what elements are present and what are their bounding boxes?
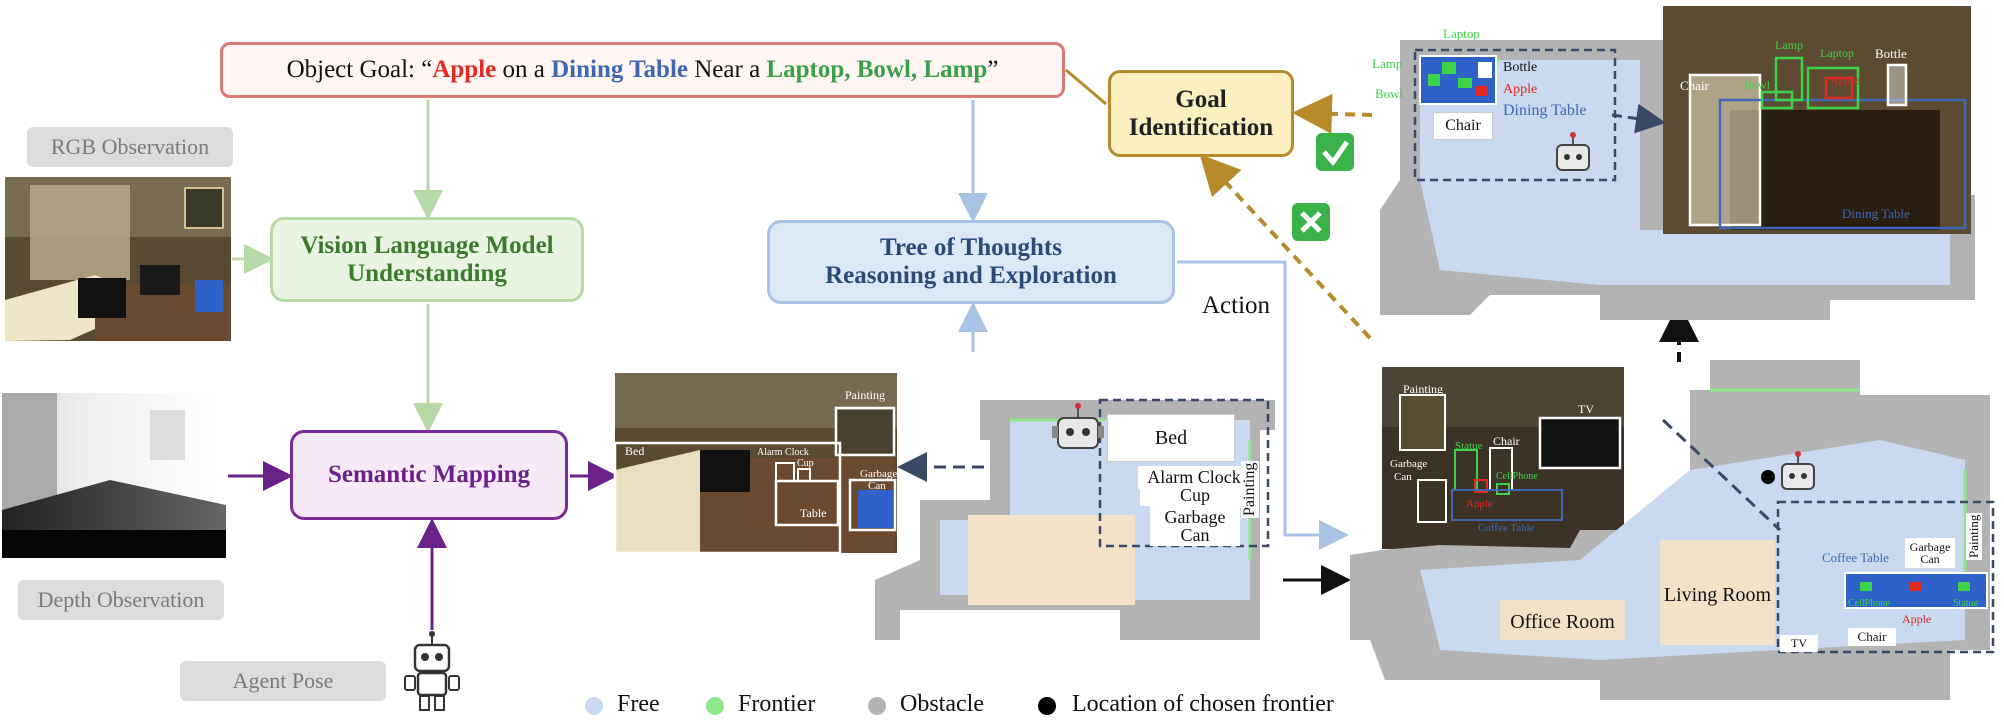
semantic-map-2 (1350, 360, 1995, 700)
map2-can: Can (1920, 552, 1940, 566)
scene3-lamp: Lamp (1775, 38, 1803, 52)
object-goal-box: Object Goal: “Apple on a Dining Table Ne… (220, 42, 1065, 98)
check-icon (1316, 133, 1354, 171)
map1-bed: Bed (1107, 414, 1235, 462)
scene2-statue: Statue (1455, 440, 1483, 452)
cross-icon (1292, 203, 1330, 241)
scene2-coffee-table: Coffee Table (1478, 522, 1535, 534)
goal-near-a: Near a (688, 56, 767, 83)
legend-frontier: Frontier (738, 691, 816, 717)
scene1-alarm-clock: Alarm Clock (757, 447, 809, 458)
scene1-bed: Bed (625, 444, 645, 458)
scene2-tv: TV (1578, 402, 1594, 416)
goal-on-a: on a (496, 56, 552, 83)
map2-garbage: Garbage (1909, 540, 1951, 554)
arrow-goal-to-gid (1065, 68, 1107, 106)
map3-lamp: Lamp (1372, 56, 1403, 71)
legend-obstacle-dot (868, 697, 886, 715)
vlm-line-2: Understanding (347, 259, 507, 287)
scene3-image (1663, 6, 1971, 234)
map3-bowl: Bowl (1375, 86, 1404, 101)
scene3-bowl: Bowl (1744, 78, 1771, 92)
scene1-painting: Painting (845, 388, 886, 402)
scene2-can: Can (1394, 471, 1412, 483)
legend-frontier-dot (706, 697, 724, 715)
map1-painting: Painting (1241, 460, 1259, 518)
robot-icon-map2 (1781, 451, 1815, 490)
scene3-chair: Chair (1680, 78, 1709, 93)
map2-apple: Apple (1902, 612, 1932, 626)
scene3-laptop: Laptop (1820, 46, 1854, 60)
scene2-garbage: Garbage (1390, 458, 1428, 470)
scene2-image (1382, 367, 1624, 549)
vlm-line-1: Vision Language Model (300, 231, 554, 259)
map3-bottle: Bottle (1503, 60, 1538, 75)
scene2-apple: Apple (1466, 498, 1493, 510)
robot-icon-agent-pose (404, 631, 460, 711)
arrow-map3-to-scene3 (1611, 103, 1666, 134)
depth-observation-image (2, 393, 226, 558)
goal-suffix: ” (987, 56, 999, 83)
legend-chosen-frontier: Location of chosen frontier (1072, 691, 1334, 717)
scene3-dining-table: Dining Table (1842, 206, 1910, 221)
legend-free: Free (617, 691, 660, 717)
rgb-observation-label: RGB Observation (27, 127, 233, 167)
agent-pose-label: Agent Pose (180, 661, 386, 701)
legend-free-dot (585, 697, 603, 715)
gid-line-1: Goal (1175, 85, 1227, 113)
scene1-garbage: Garbage (860, 468, 898, 480)
vlm-understanding-box: Vision Language Model Understanding (270, 217, 584, 302)
map2-chair: Chair (1848, 628, 1896, 646)
legend-obstacle: Obstacle (900, 691, 984, 717)
map2-living-room: Living Room (1663, 583, 1772, 606)
rgb-observation-image (5, 177, 231, 341)
map2-statue: Statue (1953, 598, 1978, 609)
map2-tv: TV (1780, 635, 1818, 652)
goal-identification-box: Goal Identification (1108, 70, 1294, 157)
map3-laptop: Laptop (1443, 26, 1480, 41)
map1-can: Can (1180, 525, 1210, 545)
scene2-painting: Painting (1403, 382, 1444, 396)
scene1-cup: Cup (797, 458, 814, 469)
scene3-bottle: Bottle (1875, 46, 1907, 61)
map3-chair: Chair (1433, 112, 1493, 140)
scene1-table: Table (800, 506, 827, 520)
robot-icon-map3 (1556, 132, 1590, 171)
map1-garbage-can: Garbage Can (1150, 506, 1240, 546)
scene3-apple: Apple (1830, 73, 1860, 87)
robot-icon-map1 (1052, 403, 1104, 449)
action-label: Action (1202, 292, 1271, 319)
scene1-image (613, 373, 897, 555)
map2-office-room: Office Room (1510, 611, 1615, 633)
map2-garbage-can: Garbage Can (1905, 538, 1955, 568)
arrow-tot-action (1177, 260, 1349, 550)
map3-apple: Apple (1503, 82, 1538, 97)
arrow-map3-to-gid (1292, 93, 1373, 134)
semantic-mapping-box: Semantic Mapping (290, 430, 568, 520)
scene2-cellphone: CellPhone (1496, 471, 1538, 482)
goal-targets: Laptop, Bowl, Lamp (766, 56, 988, 83)
map1-cup: Cup (1140, 484, 1250, 506)
scene1-can: Can (868, 480, 886, 492)
gid-line-2: Identification (1128, 113, 1274, 141)
scene2-chair: Chair (1493, 434, 1520, 448)
map2-painting: Painting (1966, 512, 1982, 560)
tot-line-1: Tree of Thoughts (880, 234, 1062, 261)
tot-line-2: Reasoning and Exploration (825, 262, 1117, 289)
map1-garbage: Garbage (1164, 507, 1226, 527)
tree-of-thoughts-box: Tree of Thoughts Reasoning and Explorati… (767, 220, 1175, 304)
semantic-label: Semantic Mapping (327, 461, 531, 488)
map2-coffee-table: Coffee Table (1822, 550, 1889, 565)
goal-dining-table: Dining Table (551, 56, 688, 83)
map2-cellphone: CellPhone (1848, 598, 1890, 609)
goal-prefix: Object Goal: “ (286, 56, 433, 83)
map1-alarm-clock: Alarm Clock (1138, 466, 1250, 489)
map3-dining-table: Dining Table (1503, 102, 1587, 119)
legend-chosen-dot (1038, 697, 1056, 715)
goal-apple: Apple (432, 56, 497, 83)
depth-observation-label: Depth Observation (18, 580, 224, 620)
arrow-map2-to-gid (1199, 154, 1372, 340)
